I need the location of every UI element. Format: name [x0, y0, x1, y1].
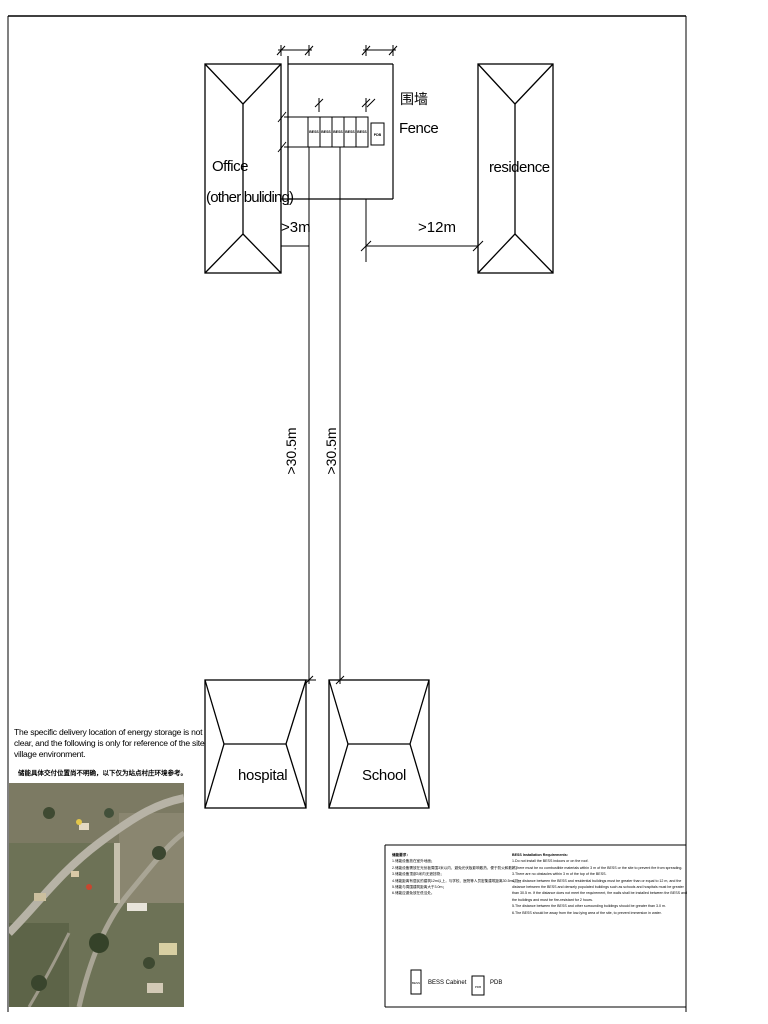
- bess-cabinet-labels: BESS BESS BESS BESS BESS PDB: [309, 130, 381, 137]
- school-label: School: [362, 767, 407, 784]
- legend-pdb-symbol: [471, 975, 485, 996]
- office-label-line1: Office: [212, 158, 248, 175]
- pdb-box-label: PDB: [374, 133, 382, 137]
- fence-label-cn: 围墙: [400, 91, 428, 107]
- bess-cabinet-row: [307, 116, 385, 148]
- residence-building: [477, 63, 554, 274]
- bess-cabinet: [355, 116, 369, 148]
- requirements-en-item: the buildings and must be fire-resistant…: [512, 897, 593, 902]
- residence-gap-label: >12m: [418, 219, 456, 236]
- bess-cabinet-label: BESS: [345, 130, 355, 134]
- school-distance-label: >30.5m: [323, 427, 339, 474]
- requirements-en-item: 2.There must be no combustible materials…: [512, 865, 683, 870]
- office-gap-label: >3m: [281, 219, 311, 236]
- requirements-cn-item: 3.储能设备顶部3米内无遮挡物；: [392, 872, 444, 877]
- requirements-cn-item: 6.储能应避免放在低洼处。: [392, 891, 435, 896]
- requirements-cn-item: 4.储能距离有居民的建筑12m以上，与学校、医院等人员密集建筑距离30.5m以上…: [392, 878, 524, 883]
- site-satellite-image: [9, 783, 184, 1007]
- requirements-en-item: distance between the BESS and densely po…: [512, 885, 684, 890]
- bess-cabinet-label: BESS: [357, 130, 367, 134]
- title-block-frame: [384, 844, 686, 1008]
- office-gap-dimension: [280, 240, 310, 252]
- hospital-distance-label: >30.5m: [283, 427, 299, 474]
- requirements-en-column: BESS Installation Requirements: 1.Do not…: [512, 852, 687, 916]
- legend-bess-symbol: [410, 969, 422, 995]
- pdb-box: [370, 122, 385, 146]
- site-reference-note: The specific delivery location of energy…: [14, 727, 205, 759]
- requirements-en-item: 1.Do not install the BESS indoors or on …: [512, 859, 589, 864]
- requirements-en-item: 4.The distance between the BESS and resi…: [512, 878, 682, 883]
- office-building: [204, 63, 282, 274]
- requirements-en-item: 5.The distance between the BESS and othe…: [512, 904, 667, 909]
- long-distance-dimension-lines: [302, 147, 347, 685]
- requirements-cn-heading: 储能要求：: [392, 853, 410, 857]
- top-dimension-marks: [276, 45, 398, 153]
- bess-cabinet-label: BESS: [321, 130, 331, 134]
- school-building: [328, 679, 430, 809]
- office-label-line2: (other buliding): [206, 189, 294, 206]
- requirements-en-item: 3.There are no obstacles within 3 m of t…: [512, 872, 607, 877]
- bess-cabinet-label: BESS: [333, 130, 343, 134]
- requirements-cn-item: 1.储能设备放在室外地面；: [392, 859, 435, 864]
- requirements-cn-column: 储能要求： 1.储能设备放在室外地面； 2.储能设备需放在光伏板周围3米以内，避…: [392, 852, 524, 897]
- legend-bess-label: BESS Cabinet: [428, 980, 467, 986]
- hospital-label: hospital: [238, 767, 288, 784]
- residence-label: residence: [489, 159, 550, 176]
- fence-label-en: Fence: [399, 120, 439, 137]
- requirements-cn-item: 5.储能与周围建筑距离大于3.0m；: [392, 885, 447, 890]
- site-reference-note-cn: 储能具体交付位置尚不明确，以下仅为站点村庄环境参考。: [18, 770, 187, 777]
- legend-pdb-symbol-label: PDB: [475, 985, 481, 989]
- requirements-en-item: than 30.5 m. If the distance does not me…: [512, 891, 687, 896]
- legend-bess-symbol-label: BESS: [412, 981, 420, 985]
- requirements-cn-item: 2.储能设备需放在光伏板周围3米以内，避免光伏板影响散热，便于防火和散热；: [392, 865, 520, 870]
- bess-cabinet-label: BESS: [309, 130, 319, 134]
- hospital-building: [204, 679, 307, 809]
- residence-gap-dimension: [360, 199, 484, 262]
- requirements-en-item: 6.The BESS should be away from the low-l…: [512, 910, 662, 915]
- requirements-en-heading: BESS Installation Requirements:: [512, 853, 568, 857]
- legend-pdb-label: PDB: [490, 980, 503, 986]
